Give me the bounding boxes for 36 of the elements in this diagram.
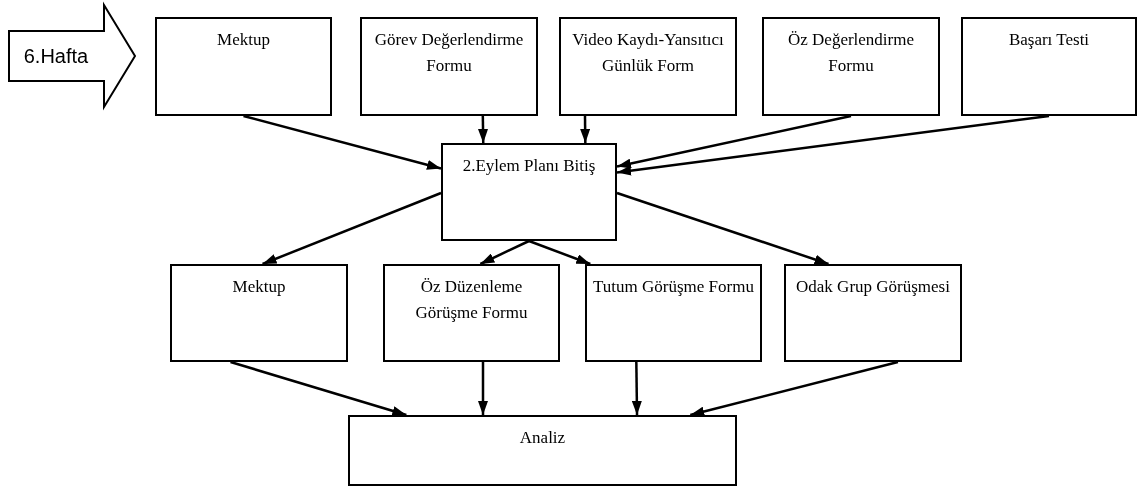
box-label: Analiz [519,427,566,449]
box-label: Görev Değerlendirme Formu [373,29,525,77]
arrow-label: 6.Hafta [22,44,90,68]
arrow [478,362,488,415]
arrow [479,239,530,266]
process-box [348,415,737,486]
process-box [360,17,538,116]
arrow [528,239,591,266]
box-label: Öz Düzenleme Görüşme Formu [414,276,529,324]
arrow [580,116,591,143]
process-box [383,264,560,362]
arrow [243,114,442,170]
process-box [585,264,762,362]
arrow [478,116,488,143]
arrow [631,362,642,415]
process-box [155,17,332,116]
process-box [784,264,962,362]
arrow [616,114,1050,176]
box-label: Başarı Testi [1008,29,1090,51]
process-box [961,17,1137,116]
box-label: Mektup [217,29,270,51]
process-box [559,17,737,116]
process-box [441,143,617,241]
box-label: Öz Değerlendirme Formu [787,29,915,77]
arrow [616,114,852,169]
box-label: Video Kaydı-Yansıtıcı Günlük Form [571,29,725,77]
box-label: Mektup [232,276,286,298]
process-box [762,17,940,116]
box-label: 2.Eylem Planı Bitiş [462,155,596,177]
process-box [170,264,348,362]
arrow [690,360,899,417]
box-label: Tutum Görüşme Formu [593,276,754,298]
box-label: Odak Grup Görüşmesi [796,276,950,298]
arrow [616,191,829,266]
arrow [230,360,407,417]
arrow [262,191,442,266]
